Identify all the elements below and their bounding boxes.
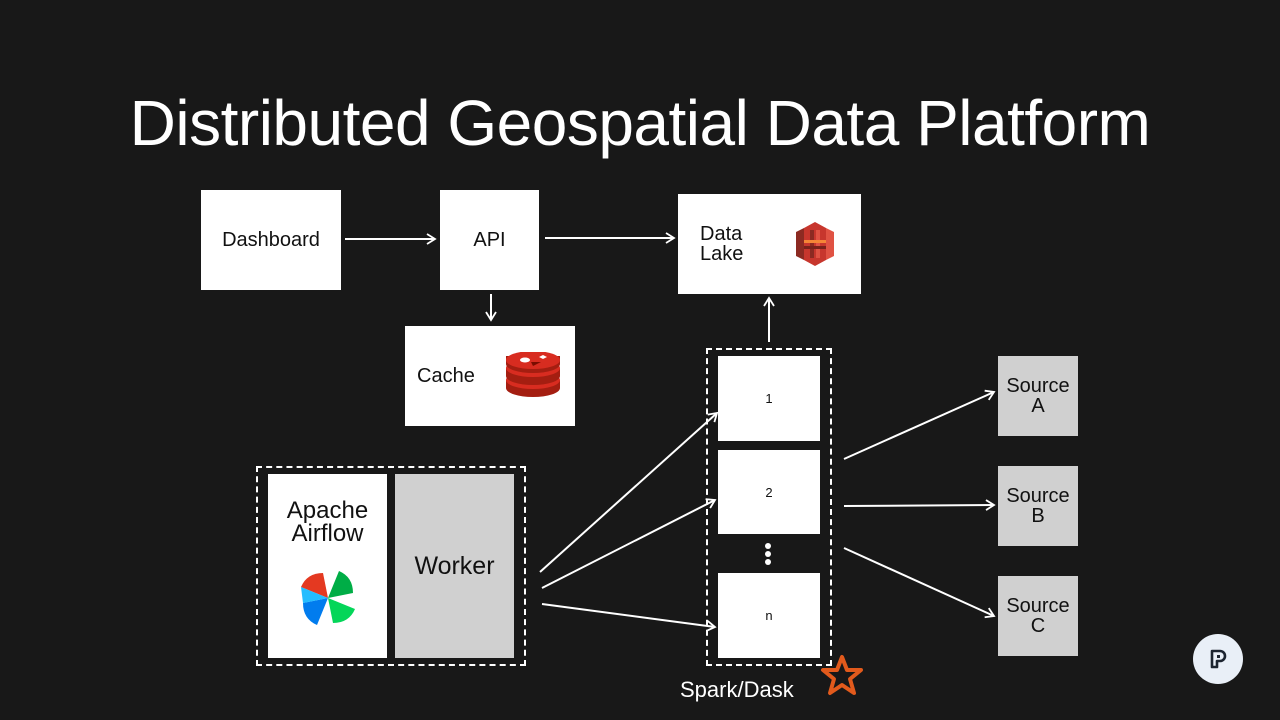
source-b-node: Source B (998, 466, 1078, 546)
source-a-label-line1: Source (1006, 375, 1070, 397)
source-a-node: Source A (998, 356, 1078, 436)
redis-icon (506, 352, 560, 397)
data-lake-node: Data Lake (678, 194, 861, 294)
dashboard-node: Dashboard (201, 190, 341, 290)
logo-icon (1210, 649, 1227, 669)
api-node: API (440, 190, 539, 290)
worker-label: Worker (414, 551, 495, 580)
logo-button[interactable] (1193, 634, 1243, 684)
cache-node: Cache (405, 326, 575, 426)
data-lake-label: Data Lake (700, 223, 744, 265)
arrow-cluster-sourcec (843, 547, 996, 619)
arrow-cluster-sourceb (843, 499, 996, 511)
s3-bucket-icon (796, 222, 834, 266)
orchestration-group (256, 466, 526, 666)
ellipsis-dots (765, 543, 771, 565)
cluster-node-1-label: 1 (765, 391, 773, 406)
arrow-worker-node2 (541, 498, 717, 589)
arrow-worker-node1 (539, 411, 719, 573)
source-c-label-line2: C (1030, 615, 1046, 637)
worker-node: Worker (395, 474, 514, 658)
api-label: API (473, 228, 506, 251)
source-b-label-line2: B (1031, 505, 1045, 527)
source-b-label-line1: Source (1006, 485, 1070, 507)
diagram-title: Distributed Geospatial Data Platform (129, 87, 1151, 159)
arrow-worker-noden (541, 603, 717, 632)
spark-star-icon (821, 655, 863, 695)
cluster-node-1: 1 (718, 356, 820, 441)
arrow-cluster-sourcea (843, 389, 996, 460)
cluster-node-2-label: 2 (765, 484, 773, 500)
cluster-node-n: n (718, 573, 820, 658)
cluster-node-2: 2 (718, 450, 820, 534)
cluster-label: Spark/Dask (680, 677, 794, 702)
cache-label: Cache (417, 364, 475, 387)
airflow-node: Apache Airflow (268, 474, 387, 658)
source-c-node: Source C (998, 576, 1078, 656)
source-a-label-line2: A (1031, 395, 1045, 417)
airflow-label: Apache Airflow (286, 497, 369, 547)
source-c-label-line1: Source (1006, 595, 1070, 617)
cluster-node-n-label: n (765, 608, 773, 623)
airflow-pinwheel-icon (300, 571, 355, 625)
dashboard-label: Dashboard (222, 228, 320, 251)
